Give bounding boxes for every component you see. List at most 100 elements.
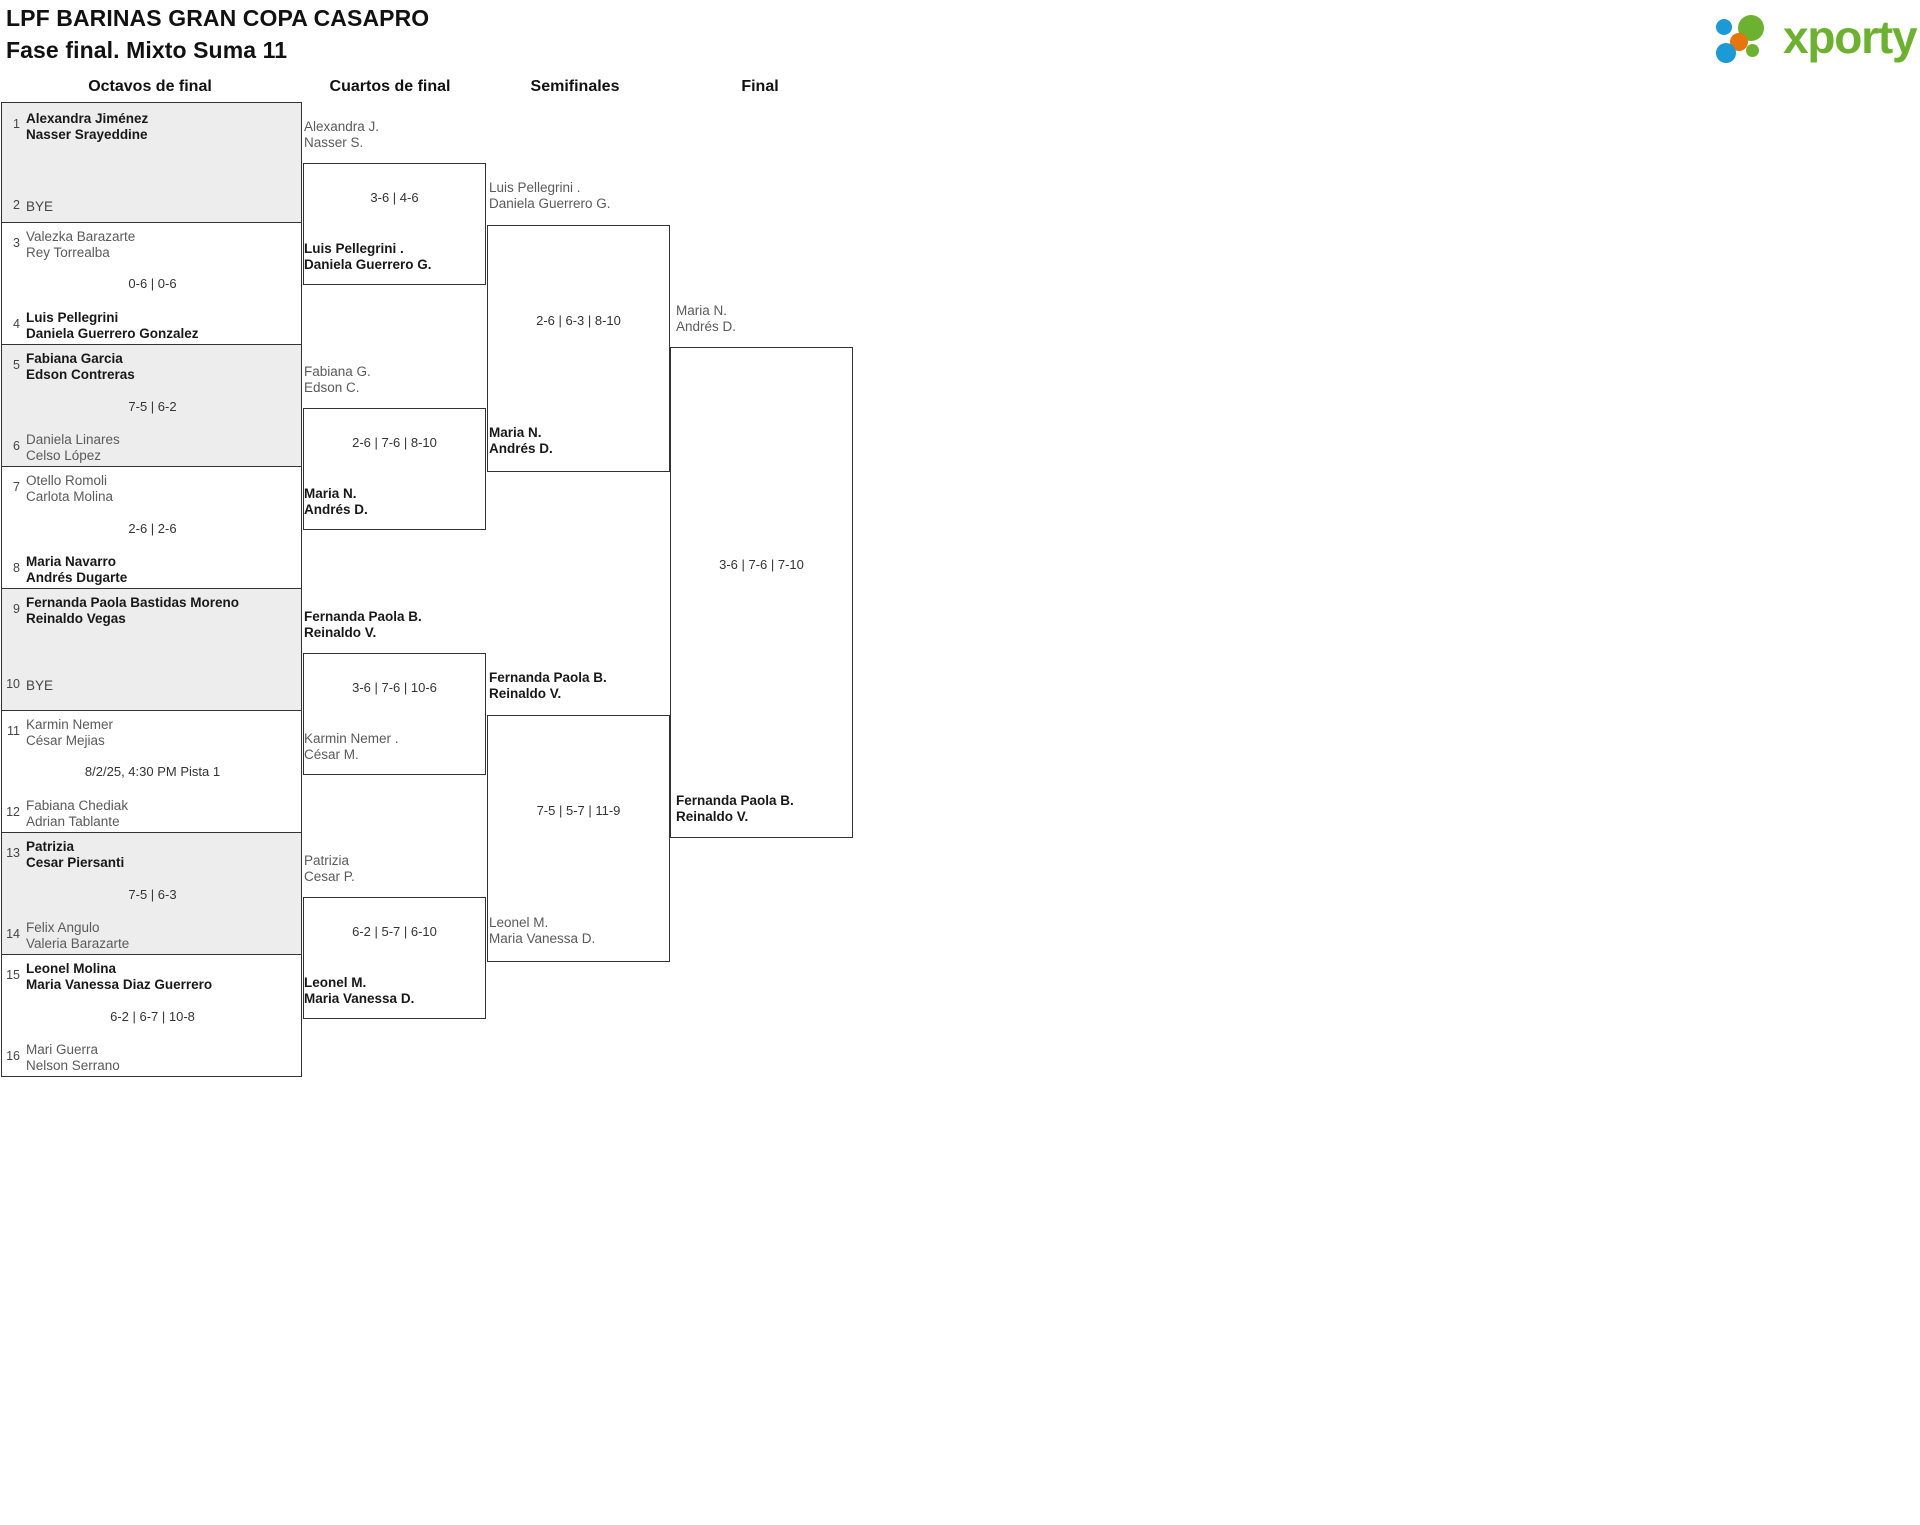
qf-match-1-box[interactable]: 3-6 | 4-6: [303, 163, 486, 285]
player-name: Patrizia: [26, 839, 75, 854]
qf1-entrant-bottom[interactable]: Luis Pellegrini . Daniela Guerrero G.: [304, 241, 432, 272]
seed-number: 13: [6, 846, 20, 860]
round-heading-octavos: Octavos de final: [88, 78, 212, 95]
final-score: 3-6 | 7-6 | 7-10: [719, 557, 804, 572]
qf1-entrant-top[interactable]: Alexandra J. Nasser S.: [304, 119, 379, 150]
r1-entrant-10[interactable]: 10 BYE: [2, 677, 303, 694]
player-name: Reinaldo Vegas: [26, 610, 126, 626]
qf4-entrant-bottom[interactable]: Leonel M. Maria Vanessa D.: [304, 975, 414, 1006]
r1-match-4[interactable]: 7 Otello Romoli Carlota Molina 2-6 | 2-6…: [1, 467, 302, 589]
player-name: Cesar Piersanti: [26, 854, 125, 870]
r1-match-1[interactable]: 1 Alexandra Jiménez Nasser Srayeddine 2 …: [1, 102, 302, 223]
r1-entrant-16[interactable]: 16 Mari Guerra Nelson Serrano: [2, 1041, 303, 1073]
player-name: Alexandra J.: [304, 119, 380, 134]
player-name: Fabiana Garcia: [26, 351, 123, 366]
r1-entrant-4[interactable]: 4 Luis Pellegrini Daniela Guerrero Gonza…: [2, 309, 303, 341]
r1-match-8[interactable]: 15 Leonel Molina Maria Vanessa Diaz Guer…: [1, 955, 302, 1077]
seed-number: 8: [13, 561, 20, 575]
seed-number: 16: [6, 1049, 20, 1063]
player-name: Andrés D.: [304, 501, 368, 517]
player-name: Fernanda Paola Bastidas Moreno: [26, 595, 240, 610]
r1-match-3[interactable]: 5 Fabiana Garcia Edson Contreras 7-5 | 6…: [1, 345, 302, 467]
player-name: Luis Pellegrini .: [304, 241, 404, 256]
round-of-16-column: 1 Alexandra Jiménez Nasser Srayeddine 2 …: [1, 102, 302, 1077]
bye-label: BYE: [26, 199, 54, 214]
player-name: Karmin Nemer: [26, 717, 114, 732]
player-name: Nasser S.: [304, 134, 364, 150]
sf1-entrant-top[interactable]: Luis Pellegrini . Daniela Guerrero G.: [489, 180, 611, 211]
qf-match-2-box[interactable]: 2-6 | 7-6 | 8-10: [303, 408, 486, 530]
player-name: Maria Navarro: [26, 554, 117, 569]
sf-match-1-box[interactable]: 2-6 | 6-3 | 8-10: [487, 225, 670, 472]
r1-match-7[interactable]: 13 Patrizia Cesar Piersanti 7-5 | 6-3 14…: [1, 833, 302, 955]
player-name: Otello Romoli: [26, 473, 108, 488]
player-name: Andrés D.: [676, 318, 737, 334]
seed-number: 5: [13, 358, 20, 372]
player-name: Fabiana G.: [304, 364, 371, 379]
r1-entrant-3[interactable]: 3 Valezka Barazarte Rey Torrealba: [2, 228, 303, 260]
player-name: Carlota Molina: [26, 488, 114, 504]
r1-entrant-1[interactable]: 1 Alexandra Jiménez Nasser Srayeddine: [2, 110, 303, 142]
player-name: Nasser Srayeddine: [26, 126, 148, 142]
qf-match-3-box[interactable]: 3-6 | 7-6 | 10-6: [303, 653, 486, 775]
player-name: Maria Vanessa D.: [489, 930, 596, 946]
player-name: Maria N.: [489, 425, 542, 440]
seed-number: 11: [7, 724, 20, 738]
r1-score-2: 0-6 | 0-6: [128, 276, 177, 291]
qf-match-4-box[interactable]: 6-2 | 5-7 | 6-10: [303, 897, 486, 1019]
r1-entrant-11[interactable]: 11 Karmin Nemer César Mejias: [2, 716, 303, 748]
logo-dots-icon: [1716, 15, 1778, 65]
player-name: Alexandra Jiménez: [26, 111, 149, 126]
r1-score-8: 6-2 | 6-7 | 10-8: [110, 1009, 195, 1024]
player-name: Rey Torrealba: [26, 244, 110, 260]
r1-entrant-7[interactable]: 7 Otello Romoli Carlota Molina: [2, 472, 303, 504]
page-title: LPF BARINAS GRAN COPA CASAPRO Fase final…: [6, 2, 429, 66]
r1-entrant-6[interactable]: 6 Daniela Linares Celso López: [2, 431, 303, 463]
player-name: Andrés Dugarte: [26, 569, 128, 585]
bye-label: BYE: [26, 678, 54, 693]
r1-entrant-13[interactable]: 13 Patrizia Cesar Piersanti: [2, 838, 303, 870]
xporty-logo[interactable]: xporty: [1716, 7, 1918, 69]
sf2-entrant-bottom[interactable]: Leonel M. Maria Vanessa D.: [489, 915, 595, 946]
qf3-entrant-bottom[interactable]: Karmin Nemer . César M.: [304, 731, 399, 762]
final-match-box[interactable]: 3-6 | 7-6 | 7-10: [670, 347, 853, 838]
player-name: Reinaldo V.: [489, 685, 562, 701]
final-entrant-top[interactable]: Maria N. Andrés D.: [676, 303, 736, 334]
r1-entrant-5[interactable]: 5 Fabiana Garcia Edson Contreras: [2, 350, 303, 382]
logo-wordmark: xporty: [1783, 11, 1918, 63]
qf4-entrant-top[interactable]: Patrizia Cesar P.: [304, 853, 355, 884]
sf1-entrant-bottom[interactable]: Maria N. Andrés D.: [489, 425, 553, 456]
r1-score-7: 7-5 | 6-3: [128, 887, 177, 902]
r1-score-3: 7-5 | 6-2: [128, 399, 177, 414]
r1-entrant-8[interactable]: 8 Maria Navarro Andrés Dugarte: [2, 553, 303, 585]
r1-schedule-6: 8/2/25, 4:30 PM Pista 1: [84, 764, 221, 779]
qf-score-4: 6-2 | 5-7 | 6-10: [352, 924, 437, 939]
r1-match-5[interactable]: 9 Fernanda Paola Bastidas Moreno Reinald…: [1, 589, 302, 711]
r1-entrant-14[interactable]: 14 Felix Angulo Valeria Barazarte: [2, 919, 303, 951]
qf2-entrant-top[interactable]: Fabiana G. Edson C.: [304, 364, 371, 395]
sf2-entrant-top[interactable]: Fernanda Paola B. Reinaldo V.: [489, 670, 607, 701]
seed-number: 14: [6, 927, 20, 941]
final-entrant-bottom[interactable]: Fernanda Paola B. Reinaldo V.: [676, 793, 794, 824]
sf-match-2-box[interactable]: 7-5 | 5-7 | 11-9: [487, 715, 670, 962]
player-name: Karmin Nemer .: [304, 731, 399, 746]
player-name: Reinaldo V.: [304, 624, 377, 640]
player-name: Maria Vanessa D.: [304, 990, 415, 1006]
qf3-entrant-top[interactable]: Fernanda Paola B. Reinaldo V.: [304, 609, 422, 640]
r1-match-2[interactable]: 3 Valezka Barazarte Rey Torrealba 0-6 | …: [1, 223, 302, 345]
player-name: Daniela Guerrero Gonzalez: [26, 325, 199, 341]
r1-match-6[interactable]: 11 Karmin Nemer César Mejias 8/2/25, 4:3…: [1, 711, 302, 833]
seed-number: 2: [13, 198, 20, 212]
r1-entrant-12[interactable]: 12 Fabiana Chediak Adrian Tablante: [2, 797, 303, 829]
player-name: Cesar P.: [304, 868, 355, 884]
r1-entrant-2[interactable]: 2 BYE: [2, 198, 303, 215]
player-name: Daniela Guerrero G.: [304, 256, 432, 272]
qf2-entrant-bottom[interactable]: Maria N. Andrés D.: [304, 486, 368, 517]
player-name: César M.: [304, 746, 359, 762]
r1-entrant-15[interactable]: 15 Leonel Molina Maria Vanessa Diaz Guer…: [2, 960, 303, 992]
r1-entrant-9[interactable]: 9 Fernanda Paola Bastidas Moreno Reinald…: [2, 594, 303, 626]
player-name: Luis Pellegrini .: [489, 180, 581, 195]
player-name: Daniela Linares: [26, 432, 120, 447]
player-name: Mari Guerra: [26, 1042, 99, 1057]
